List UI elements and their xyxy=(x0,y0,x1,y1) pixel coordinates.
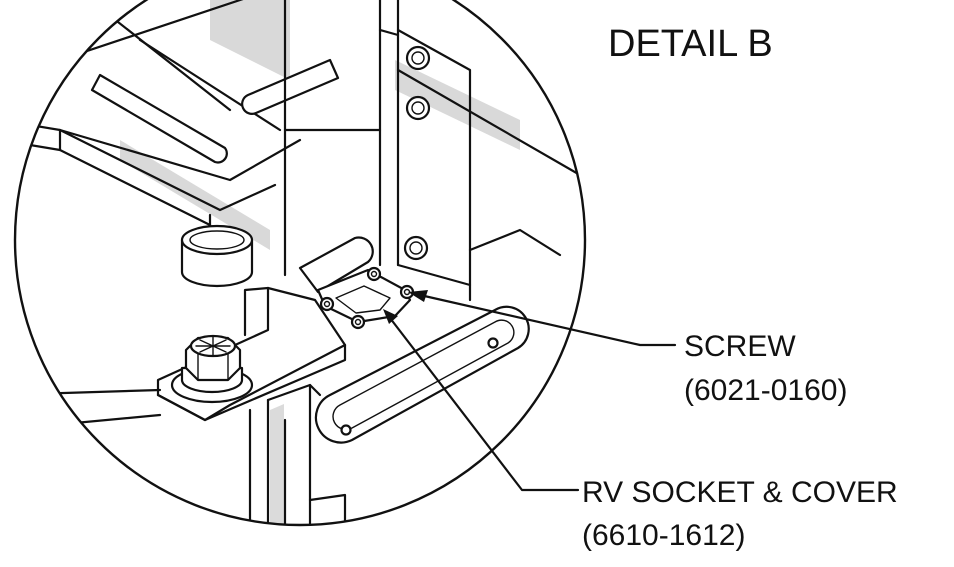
round-bar-top xyxy=(241,58,340,115)
screw-callout-name: SCREW xyxy=(684,330,796,363)
bolt-top xyxy=(405,45,431,71)
bolt-lower xyxy=(403,235,429,261)
rv-socket-callout-part-number: (6610-1612) xyxy=(582,519,745,552)
screw-3 xyxy=(319,296,335,312)
link-arm xyxy=(314,305,530,444)
lower-channel xyxy=(248,383,347,525)
bolt-middle xyxy=(405,95,431,121)
round-bar-left xyxy=(90,73,228,164)
detail-circle-outline xyxy=(13,0,587,527)
rv-socket-callout-name: RV SOCKET & COVER xyxy=(582,476,898,509)
screw-1 xyxy=(366,266,382,282)
hex-bolt xyxy=(170,334,254,404)
screw-leader xyxy=(408,290,677,347)
side-bracket xyxy=(396,28,472,302)
rv-socket-leader xyxy=(383,309,580,492)
screw-callout-part-number: (6021-0160) xyxy=(684,374,847,407)
screw-4 xyxy=(350,314,366,330)
hinge-tab xyxy=(298,236,374,294)
detail-title: DETAIL B xyxy=(608,23,773,65)
detail-circle-view xyxy=(15,0,582,525)
cylinder-cap xyxy=(180,224,254,288)
